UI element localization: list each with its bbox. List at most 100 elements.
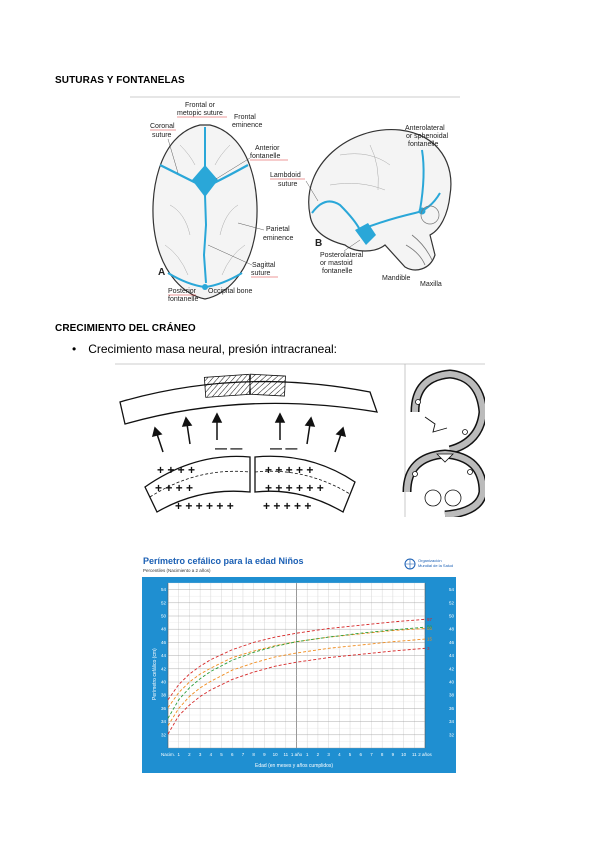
- skull-sutures-figure: Frontal or metopic suture Frontal eminen…: [130, 96, 460, 303]
- x-tick-month: 8: [252, 752, 255, 757]
- y-tick-left: 44: [161, 653, 167, 658]
- series-label-p50: 50: [427, 625, 433, 630]
- series-line-p97: [167, 618, 426, 701]
- bullet-dot: •: [72, 342, 77, 356]
- label-fontanelle-mast: fontanelle: [322, 268, 352, 275]
- svg-text:— —: — —: [215, 441, 242, 455]
- x-tick-month: 9: [392, 752, 395, 757]
- x-tick-month: 10: [401, 752, 407, 757]
- skull-top-labels: Frontal or metopic suture Frontal eminen…: [150, 102, 293, 303]
- who-logo-text-2: Mundial de la Salud: [418, 563, 453, 568]
- label-fontanelle-sph: fontanelle: [408, 141, 438, 148]
- x-tick-month: 3: [327, 752, 330, 757]
- svg-text:— —: — —: [270, 441, 297, 455]
- x-tick-month: 2: [317, 752, 320, 757]
- who-logo-text-1: Organización: [418, 558, 442, 563]
- series-line-p3: [167, 647, 426, 735]
- section-title-crecimiento: CRECIMIENTO DEL CRÁNEO: [55, 323, 196, 334]
- svg-text:+ + + + +: + + + + +: [265, 463, 313, 477]
- figure-label-a: A: [158, 267, 165, 278]
- x-tick-month: 7: [370, 752, 373, 757]
- y-tick-right: 40: [449, 680, 455, 685]
- x-tick-label: Nacim.: [161, 752, 175, 757]
- x-tick-month: 4: [338, 752, 341, 757]
- bone-arc-right: [254, 455, 356, 513]
- y-tick-left: 42: [161, 666, 167, 671]
- x-tick-month: 5: [220, 752, 223, 757]
- label-coronal: Coronal: [150, 123, 175, 130]
- chart-title: Perímetro cefálico para la edad Niños: [143, 556, 304, 566]
- x-tick-month: 11: [412, 752, 417, 757]
- y-tick-right: 32: [449, 732, 455, 737]
- x-tick-month: 1: [306, 752, 309, 757]
- y-tick-left: 54: [161, 587, 167, 592]
- label-anterolateral: Anterolateral: [405, 125, 445, 132]
- skull-lateral-view: [308, 129, 452, 271]
- y-tick-right: 34: [449, 719, 455, 724]
- y-tick-left: 38: [161, 693, 167, 698]
- y-tick-right: 42: [449, 666, 455, 671]
- x-tick-month: 10: [273, 752, 279, 757]
- charge-signs: + + + + + + + + + + + + + + + + + + + + …: [155, 441, 324, 513]
- x-tick-month: 11: [283, 752, 288, 757]
- head-circumference-chart: Perímetro cefálico para la edad Niños Pe…: [140, 550, 458, 775]
- y-tick-left: 32: [161, 732, 167, 737]
- svg-text:+ + + + + +: + + + + + +: [265, 481, 324, 495]
- series-label-p15: 15: [427, 637, 433, 642]
- x-tick-month: 9: [263, 752, 266, 757]
- x-tick-month: 6: [231, 752, 234, 757]
- x-tick-month: 1: [177, 752, 180, 757]
- section-title-suturas: SUTURAS Y FONTANELAS: [55, 75, 185, 86]
- label-lambdoid: Lambdoid: [270, 172, 301, 179]
- label-parietal-eminence: eminence: [263, 235, 293, 242]
- label-sagittal-suture: suture: [251, 270, 271, 277]
- series-label-p97: 97: [427, 617, 433, 622]
- series-line-p85: [167, 628, 426, 708]
- skull-lateral-labels: Anterolateral or sphenoidal fontanelle L…: [270, 125, 448, 288]
- x-tick-label: 2 años: [418, 752, 432, 757]
- x-tick-month: 6: [359, 752, 362, 757]
- y-tick-left: 48: [161, 627, 167, 632]
- y-tick-left: 50: [161, 614, 167, 619]
- y-tick-right: 54: [449, 587, 455, 592]
- label-coronal-suture: suture: [152, 132, 172, 139]
- chart-subtitle: Percentiles (Nacimiento a 2 años): [143, 568, 211, 573]
- x-tick-month: 3: [199, 752, 202, 757]
- series-line-p50: [167, 626, 426, 719]
- label-mandible: Mandible: [382, 275, 411, 282]
- y-tick-left: 52: [161, 600, 167, 605]
- label-posterior-fontanelle: fontanelle: [168, 296, 198, 303]
- x-axis-label: Edad (en meses y años cumplidos): [255, 763, 333, 769]
- x-tick-month: 4: [210, 752, 213, 757]
- y-tick-right: 50: [449, 614, 455, 619]
- y-tick-right: 38: [449, 693, 455, 698]
- skull-growth-figure: + + + + + + + + + + + + + + + + + + + + …: [115, 363, 485, 517]
- y-axis-label: Perímetro cefálico (cm): [152, 648, 158, 700]
- y-tick-right: 44: [449, 653, 455, 658]
- who-logo: Organización Mundial de la Salud: [404, 558, 453, 570]
- x-tick-label: 1 año: [291, 752, 303, 757]
- x-tick-month: 5: [349, 752, 352, 757]
- bone-arc-left: [144, 455, 251, 513]
- label-parietal: Parietal: [266, 226, 290, 233]
- y-tick-left: 40: [161, 680, 167, 685]
- y-tick-left: 34: [161, 719, 167, 724]
- label-sphenoidal: or sphenoidal: [406, 133, 448, 140]
- series-line-p15: [167, 638, 426, 726]
- label-anterior-fontanelle: fontanelle: [250, 153, 280, 160]
- y-tick-left: 36: [161, 706, 167, 711]
- bullet-item: • Crecimiento masa neural, presión intra…: [72, 342, 337, 356]
- svg-text:+ + + + +: + + + + +: [263, 499, 311, 513]
- label-sagittal: Sagittal: [252, 262, 276, 269]
- y-tick-right: 48: [449, 627, 455, 632]
- x-tick-month: 2: [188, 752, 191, 757]
- y-tick-right: 52: [449, 600, 455, 605]
- label-occipital-bone: Occipital bone: [208, 288, 252, 295]
- label-mastoid: or mastoid: [320, 260, 353, 267]
- y-tick-left: 46: [161, 640, 167, 645]
- skull-bone-plate: [119, 373, 378, 425]
- label-frontal-eminence-2: eminence: [232, 122, 262, 129]
- label-frontal: Frontal or: [185, 102, 216, 109]
- y-tick-right: 36: [449, 706, 455, 711]
